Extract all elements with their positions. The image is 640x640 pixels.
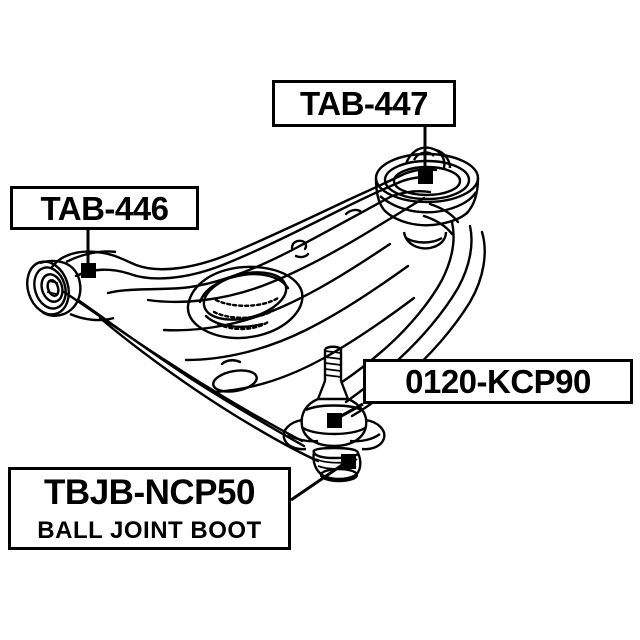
marker-0120-kcp90 [327,413,342,428]
callout-tab-447-code: TAB-447 [300,85,428,122]
callout-tbjb-ncp50-code: TBJB-NCP50 [44,472,255,512]
callout-tab-446-box[interactable]: TAB-446 [10,186,199,230]
callout-tbjb-ncp50-description: BALL JOINT BOOT [37,516,262,544]
leader-lines [86,127,427,502]
callout-markers [81,169,433,469]
callout-tbjb-ncp50-box[interactable]: TBJB-NCP50 BALL JOINT BOOT [8,467,291,550]
callout-0120-kcp90-code: 0120-KCP90 [405,363,591,400]
marker-tbjb-ncp50 [341,454,356,469]
ball-joint [282,345,386,451]
callout-0120-kcp90-box[interactable]: 0120-KCP90 [363,359,633,404]
marker-tab-447 [418,169,433,184]
leader-tbjb-ncp50 [290,459,349,502]
callout-tab-447-box[interactable]: TAB-447 [272,80,456,127]
front-bushing [26,250,117,322]
callout-tab-446-code: TAB-446 [40,189,169,227]
rear-bushing [374,146,480,250]
marker-tab-446 [81,263,96,278]
